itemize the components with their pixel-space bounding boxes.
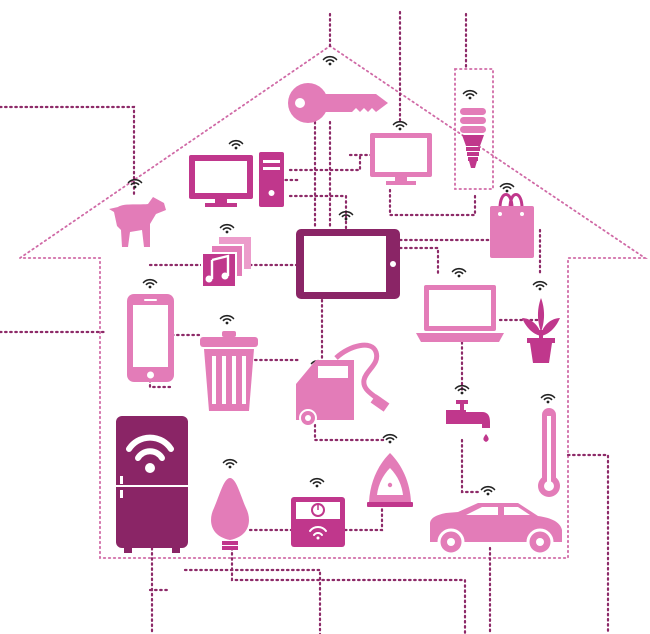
pc-tower-icon [259,152,284,207]
car-icon [430,503,562,556]
thermometer-icon [538,408,560,497]
shopping-bag-icon [490,193,534,258]
music-files-icon [201,237,251,288]
house-outline [19,44,648,559]
light-bulb-cfl-icon [460,108,486,168]
smart-fridge-icon [116,416,188,553]
laptop-icon [416,285,504,342]
tv-monitor-icon [370,133,432,185]
water-tap-icon [446,400,490,442]
plant-pot-icon [522,298,560,363]
bathroom-scale-icon [291,497,345,547]
light-bulb-icon [211,478,249,550]
tablet-icon [296,229,400,299]
desktop-monitor-icon [189,155,253,207]
iron-icon [367,453,413,507]
vacuum-cleaner-icon [296,342,390,427]
smartphone-icon [127,294,174,382]
key-icon [288,83,388,123]
dog-icon [109,197,166,247]
connection-lines [0,10,610,634]
trash-bin-icon [200,331,258,411]
